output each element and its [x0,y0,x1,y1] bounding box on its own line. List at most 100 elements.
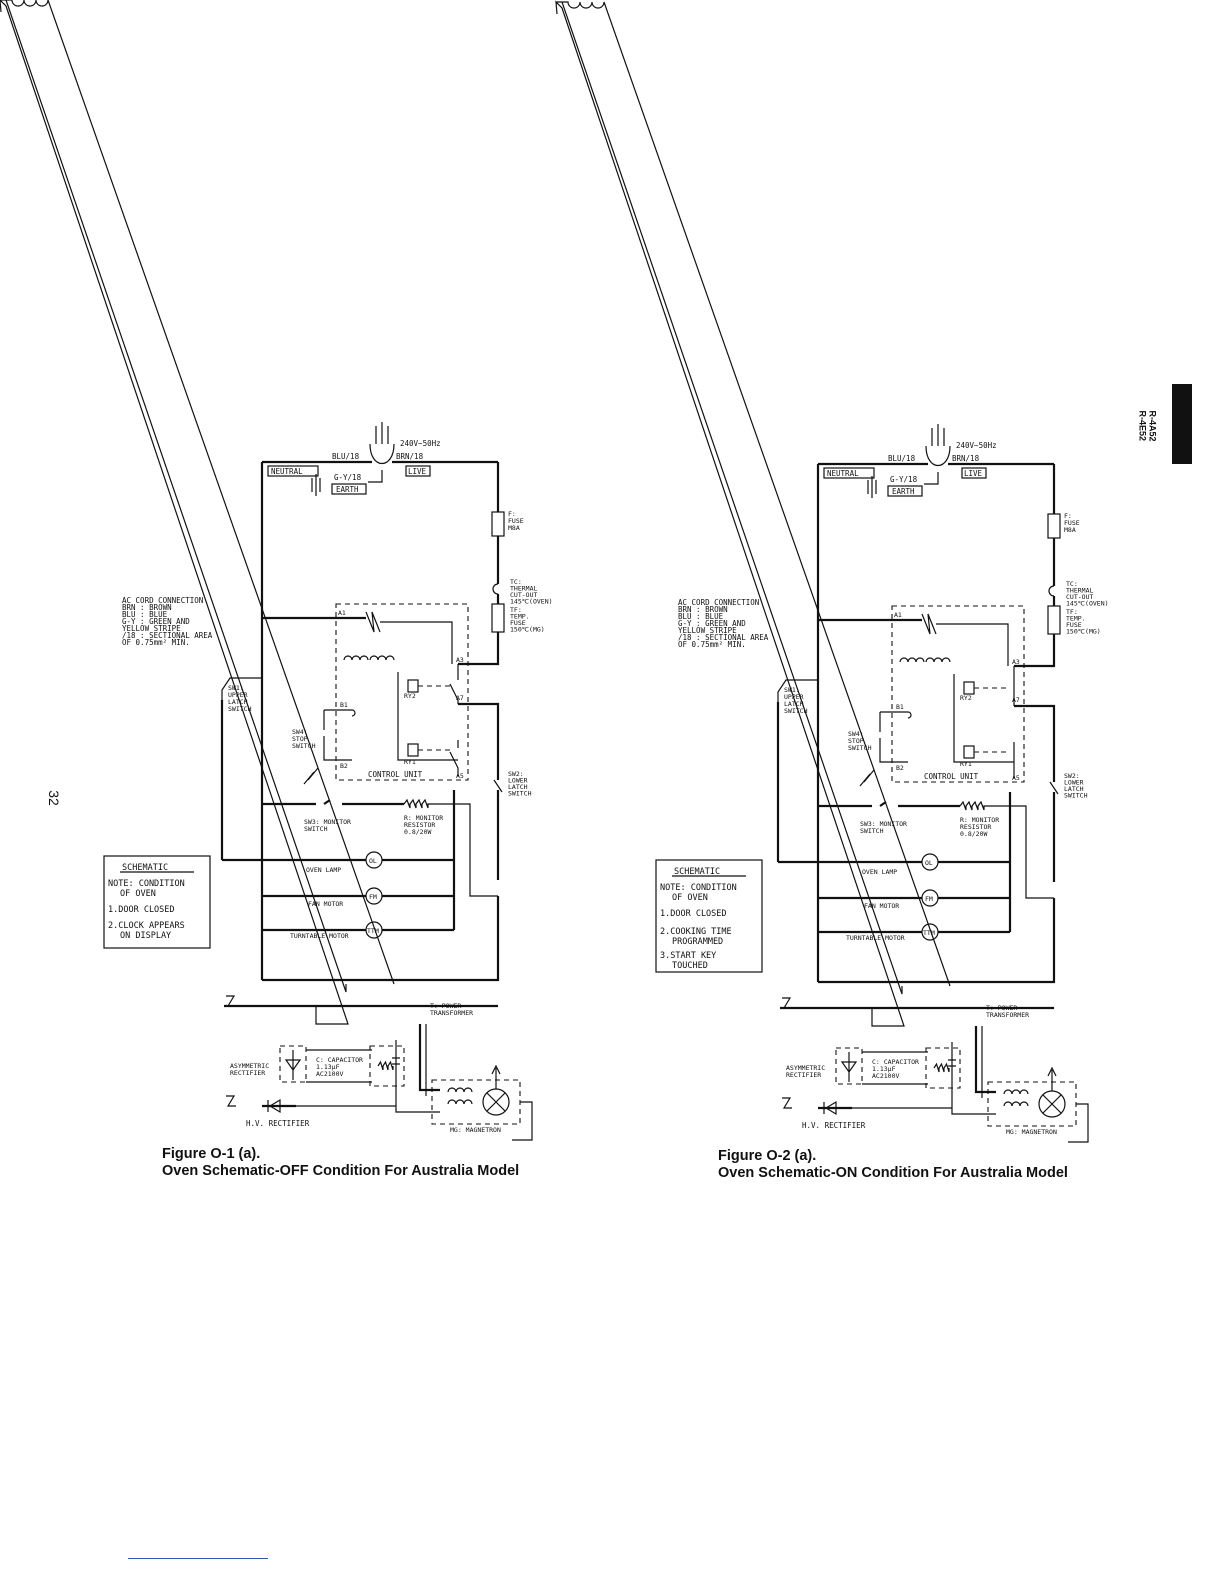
fuse-label: F: [1064,512,1072,520]
filament-wire [418,1024,440,1092]
temp-fuse [491,603,505,633]
sw1-label: LATCH [228,698,248,706]
figure-caption-title: Oven Schematic-ON Condition For Australi… [718,1165,1068,1181]
monitor-resistor [959,800,1054,899]
figure-caption-title: Oven Schematic-OFF Condition For Austral… [162,1163,519,1179]
oven-lamp-code: OL [925,859,933,867]
live-box [405,465,431,477]
ac-cord-label: /18 : SECTIONAL AREA [678,633,769,642]
thermal-label: 145℃(OVEN) [510,598,553,606]
sw4-wire [323,710,352,761]
magnetron-box [431,1079,521,1125]
ac-cord-label: BRN : BROWN [122,603,172,612]
schematic-note-line: TOUCHED [672,961,708,971]
fan-motor-label: FAN MOTOR [864,902,899,910]
temp-fuse-label: FUSE [1066,621,1082,629]
figure-caption-number: Figure O-2 (a). [718,1148,816,1164]
oven-lamp-symbol [921,853,939,871]
earth-mark [782,997,792,1009]
b1-wire [880,711,912,719]
fuse-label: F: [508,510,516,518]
heater-symbol [921,613,937,635]
terminal-b2: B2 [340,762,348,770]
temp-fuse-label: TEMP. [510,613,530,621]
terminal-a1: A1 [894,611,902,619]
hv-rectifier [267,1098,281,1114]
sw3-row [262,799,404,806]
schematic-title: SCHEMATIC [122,863,168,873]
fuse-label: M8A [508,524,520,532]
terminal-a1: A1 [338,609,346,617]
plug-pins [931,424,945,446]
neutral-box [267,465,319,477]
capacitor-label: 1.13μF [872,1065,896,1073]
schematic-note-line: 1.DOOR CLOSED [108,905,175,915]
asym-rectifier-box [835,1047,863,1085]
sw3-row [818,801,960,808]
terminal-b1: B1 [340,701,348,709]
magnetron-ground [512,1101,533,1141]
sw2-label: SWITCH [508,790,532,798]
internal-wire [953,674,1014,763]
thermal-label: THERMAL [510,585,537,593]
relay-ry1 [407,743,419,757]
turntable-motor-code: TTM [367,927,379,935]
earth-symbol [867,476,877,498]
thermal-label: CUT-OUT [510,591,537,599]
neutral-box [823,467,875,479]
thermal-label: THERMAL [1066,587,1093,595]
asym-rectifier-label: RECTIFIER [230,1069,265,1077]
plug-pins [375,422,389,444]
monitor-resistor-label: RESISTOR [404,821,435,829]
ac-cord-label: OF 0.75mm² MIN. [678,640,746,649]
fan-motor-symbol [921,889,939,907]
schematic-note-line: OF OVEN [120,889,156,899]
ac-cord-label: G-Y : GREEN AND [122,617,190,626]
temp-fuse-label: 150℃(MG) [510,626,545,634]
ac-cord-label: YELLOW STRIPE [122,624,181,633]
filament-wire [974,1026,996,1094]
live-rail [458,632,500,666]
turntable-motor-symbol [365,921,383,939]
wire-gy-label: G-Y/18 [890,475,918,484]
fuse [491,511,505,537]
sw1-label: SWITCH [228,705,252,713]
temp-fuse-label: TEMP. [1066,615,1086,623]
sw3-label: SW3: MONITOR [860,820,907,828]
terminal-a3: A3 [1012,658,1020,666]
capacitor-box [925,1047,961,1089]
relay-ry1 [963,745,975,759]
asym-rectifier [284,1050,302,1080]
wire-gy-label: G-Y/18 [334,473,362,482]
terminal-a7: A7 [456,694,464,702]
turntable-motor-symbol [921,923,939,941]
capacitor-wire [862,1051,928,1085]
control-unit-box [891,605,1025,783]
terminal-a3: A3 [456,656,464,664]
ac-cord-label: BLU : BLUE [122,610,168,619]
sw2-label: LATCH [508,783,528,791]
magnetron-ground [1068,1103,1089,1143]
terminal-a5: A5 [1012,774,1020,782]
turntable-motor-label: TURNTABLE MOTOR [290,932,349,940]
earth-mark [859,769,875,787]
monitor-resistor-label: R: MONITOR [960,816,999,824]
earth-label: EARTH [892,487,915,496]
relay-ry2 [963,681,975,695]
terminal-b2: B2 [896,764,904,772]
schematic-note-box [655,859,763,973]
neutral-label: NEUTRAL [271,467,303,476]
wire-blu-label: BLU/18 [888,454,916,463]
wire-blu-label: BLU/18 [332,452,360,461]
transformer-label: T: POWER [430,1002,461,1010]
bottom-rule [128,1558,268,1559]
temp-fuse-label: FUSE [510,619,526,627]
schematic-note-line: NOTE: CONDITION [108,879,185,889]
asym-rectifier-label: RECTIFIER [786,1071,821,1079]
monitor-resistor [403,798,498,897]
primary-loop [262,896,500,982]
a7-wire [1014,704,1056,772]
ac-cord-label: OF 0.75mm² MIN. [122,638,190,647]
capacitor-label: AC2100V [872,1072,899,1080]
